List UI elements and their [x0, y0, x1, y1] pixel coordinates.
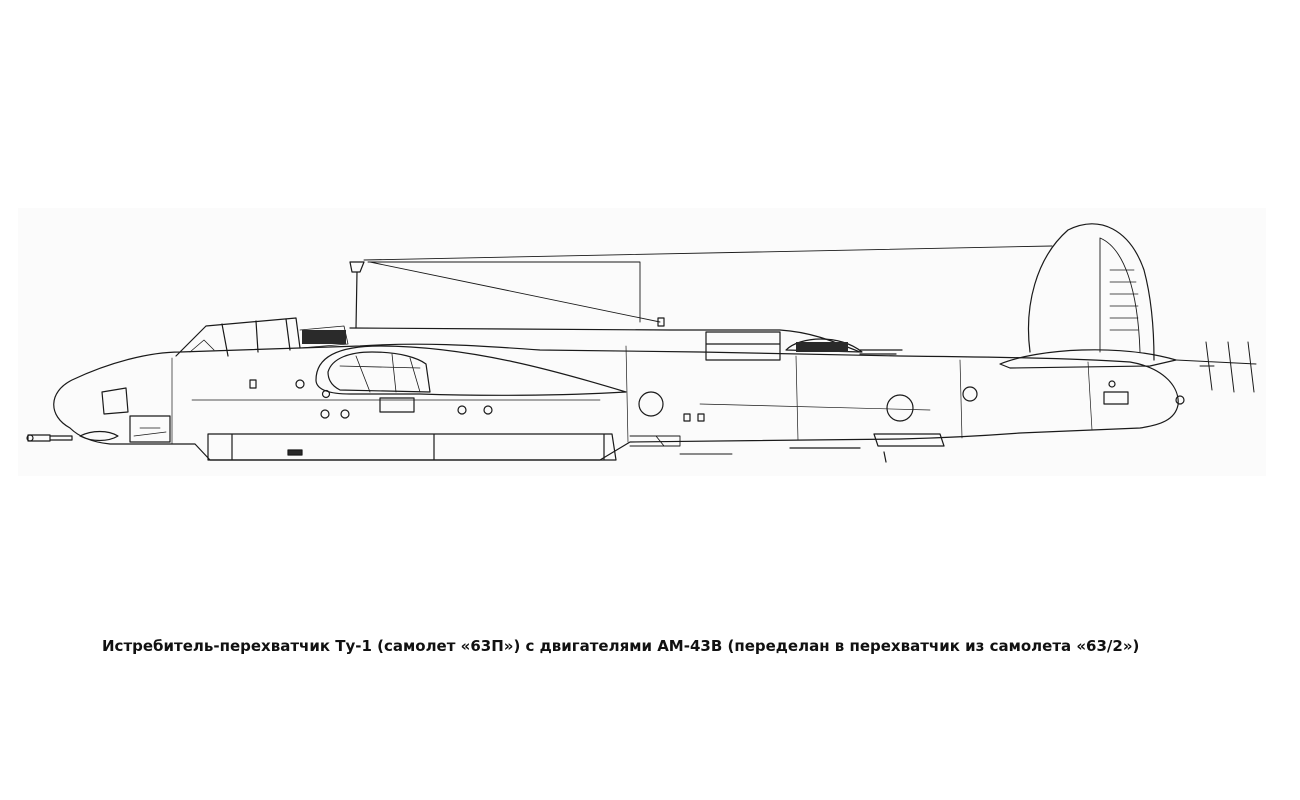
canopy-frame-1: [221, 323, 229, 357]
antenna-wires: [363, 245, 1053, 323]
access-panel-10: [1108, 380, 1116, 388]
small-port-3: [697, 413, 705, 422]
access-panel-9: [483, 405, 493, 415]
underside-detail: [629, 435, 733, 455]
antenna-insulator: [657, 317, 665, 327]
access-panel-2: [886, 394, 914, 422]
access-panel-7: [340, 409, 350, 419]
canopy-frame-3: [285, 318, 291, 351]
rear-turret: [785, 338, 863, 353]
nose-window: [101, 387, 129, 415]
tail-antenna: [1175, 341, 1257, 393]
nacelle-intake-frame: [339, 353, 421, 393]
fuselage-outline: [53, 343, 1179, 461]
nose-gun-muzzle: [26, 434, 34, 442]
figure-caption: Истребитель-перехватчик Ту-1 (самолет «6…: [102, 637, 1140, 655]
rear-window: [1103, 391, 1129, 405]
tail-fin: [1027, 223, 1155, 361]
cockpit-canopy: [175, 317, 301, 357]
access-panel-5: [321, 389, 331, 399]
small-port-1: [249, 379, 257, 389]
nose-gun: [27, 434, 73, 442]
cockpit-dark-panel: [302, 330, 346, 344]
small-port-2: [683, 413, 691, 422]
rear-landing-gear: [789, 447, 887, 463]
access-panel-8: [457, 405, 467, 415]
forward-hatch-detail: [133, 427, 167, 437]
access-panel-3: [962, 386, 978, 402]
nacelle-intake: [327, 351, 431, 393]
turret-guns: [859, 349, 903, 355]
antenna-mast: [349, 261, 365, 329]
ventral-gun-port: [287, 449, 303, 456]
rudder-inner-line: [1099, 237, 1141, 353]
tail-light: [1175, 395, 1185, 405]
turret-dark-detail: [796, 342, 848, 352]
lower-fuselage-panel: [207, 433, 617, 461]
forward-hatch: [129, 415, 171, 443]
access-panel-4: [295, 379, 305, 389]
nose-lower-window: [79, 430, 119, 442]
access-panel-6: [320, 409, 330, 419]
access-panel-1: [638, 391, 664, 417]
window-panel: [379, 397, 415, 413]
canopy-frame-2: [255, 320, 259, 353]
upper-hatch: [705, 331, 781, 361]
rear-ventral-hatch: [873, 433, 945, 447]
panel-lines: [171, 345, 1093, 445]
engine-nacelle: [315, 345, 627, 396]
rudder-ribs: [1109, 269, 1139, 331]
upper-fuselage-spine: [349, 327, 861, 353]
